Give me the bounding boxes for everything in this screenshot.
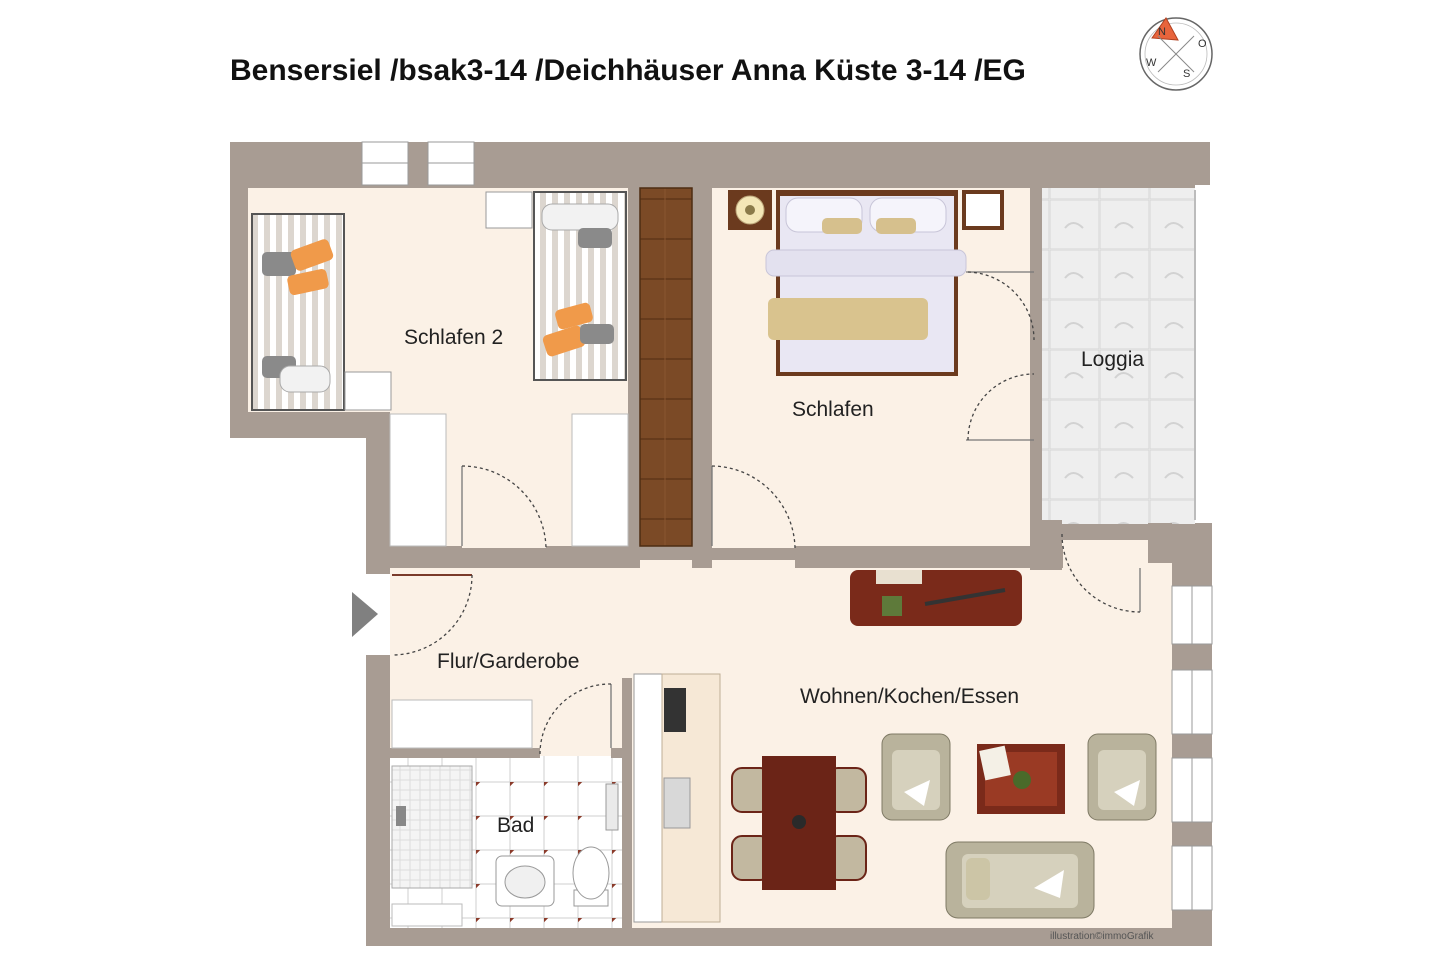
windows [361,141,1213,911]
armchair-right [1087,733,1157,821]
wardrobe-flur [391,699,533,749]
armchair-left [881,733,951,821]
bed-right [533,191,627,381]
interior-walls [390,188,1172,928]
room-label-bad: Bad [497,814,534,837]
bath-cabinet [391,903,463,927]
room-label-loggia: Loggia [1081,348,1144,371]
illustration-credit: illustration©immoGrafik [1050,931,1155,942]
coffee-table [977,744,1065,814]
dining-table [731,756,867,890]
compass-s: S [1183,68,1190,80]
compass-n: N [1158,26,1166,38]
sideboard [850,570,1022,626]
bed-left [251,213,345,411]
room-label-flur: Flur/Garderobe [437,650,579,673]
nightstand-left [344,371,392,411]
room-label-schlafen-2: Schlafen 2 [404,326,503,349]
entrance-arrow-icon [352,592,378,637]
double-bed [765,190,967,376]
compass-o: O [1198,38,1207,50]
floor-loggia [1040,188,1195,524]
room-label-wohnen: Wohnen/Kochen/Essen [800,685,1019,708]
wardrobe-left [389,413,447,547]
wardrobe-right [571,413,629,547]
nightstand-lamp [728,190,772,230]
plan-title: Bensersiel /bsak3-14 /Deichhäuser Anna K… [230,54,1026,87]
room-label-schlafen: Schlafen [792,398,874,421]
toilet [572,846,610,907]
compass-w: W [1146,57,1157,69]
wardrobe-schlafen [639,187,693,547]
washbasin [495,855,555,907]
towel-rail [605,783,619,831]
kitchen [633,673,721,923]
sofa [945,841,1095,919]
nightstand-right [485,191,533,229]
shower [391,765,473,889]
doors [391,271,1141,755]
compass-icon: N O S W [1139,17,1213,91]
